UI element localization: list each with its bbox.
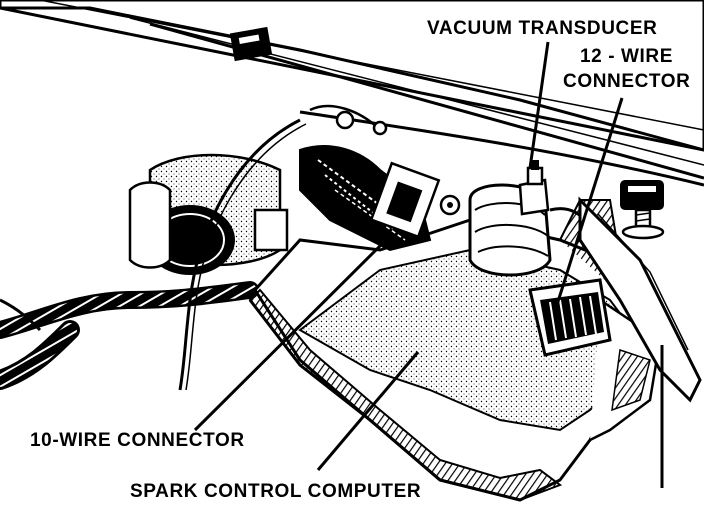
vacuum-transducer-unit bbox=[468, 160, 592, 277]
label-ten-wire-connector: 10-WIRE CONNECTOR bbox=[30, 430, 245, 451]
wiring-harness bbox=[0, 104, 388, 391]
leader-ten-wire-connector bbox=[193, 236, 390, 432]
label-twelve-wire-line1: 12 - WIRE bbox=[580, 46, 673, 67]
label-vacuum-transducer: VACUUM TRANSDUCER bbox=[427, 18, 657, 39]
label-spark-control-computer: SPARK CONTROL COMPUTER bbox=[130, 481, 421, 502]
ten-wire-connector-block bbox=[299, 145, 461, 252]
air-duct bbox=[128, 153, 289, 275]
leader-vacuum-transducer bbox=[528, 41, 550, 169]
leader-twelve-wire-connector bbox=[554, 97, 624, 309]
leader-lines bbox=[193, 41, 664, 488]
leader-spark-control-computer bbox=[316, 351, 420, 471]
label-twelve-wire-line2: CONNECTOR bbox=[563, 71, 691, 92]
mounting-bolt bbox=[620, 180, 665, 240]
right-bracket bbox=[578, 196, 702, 403]
